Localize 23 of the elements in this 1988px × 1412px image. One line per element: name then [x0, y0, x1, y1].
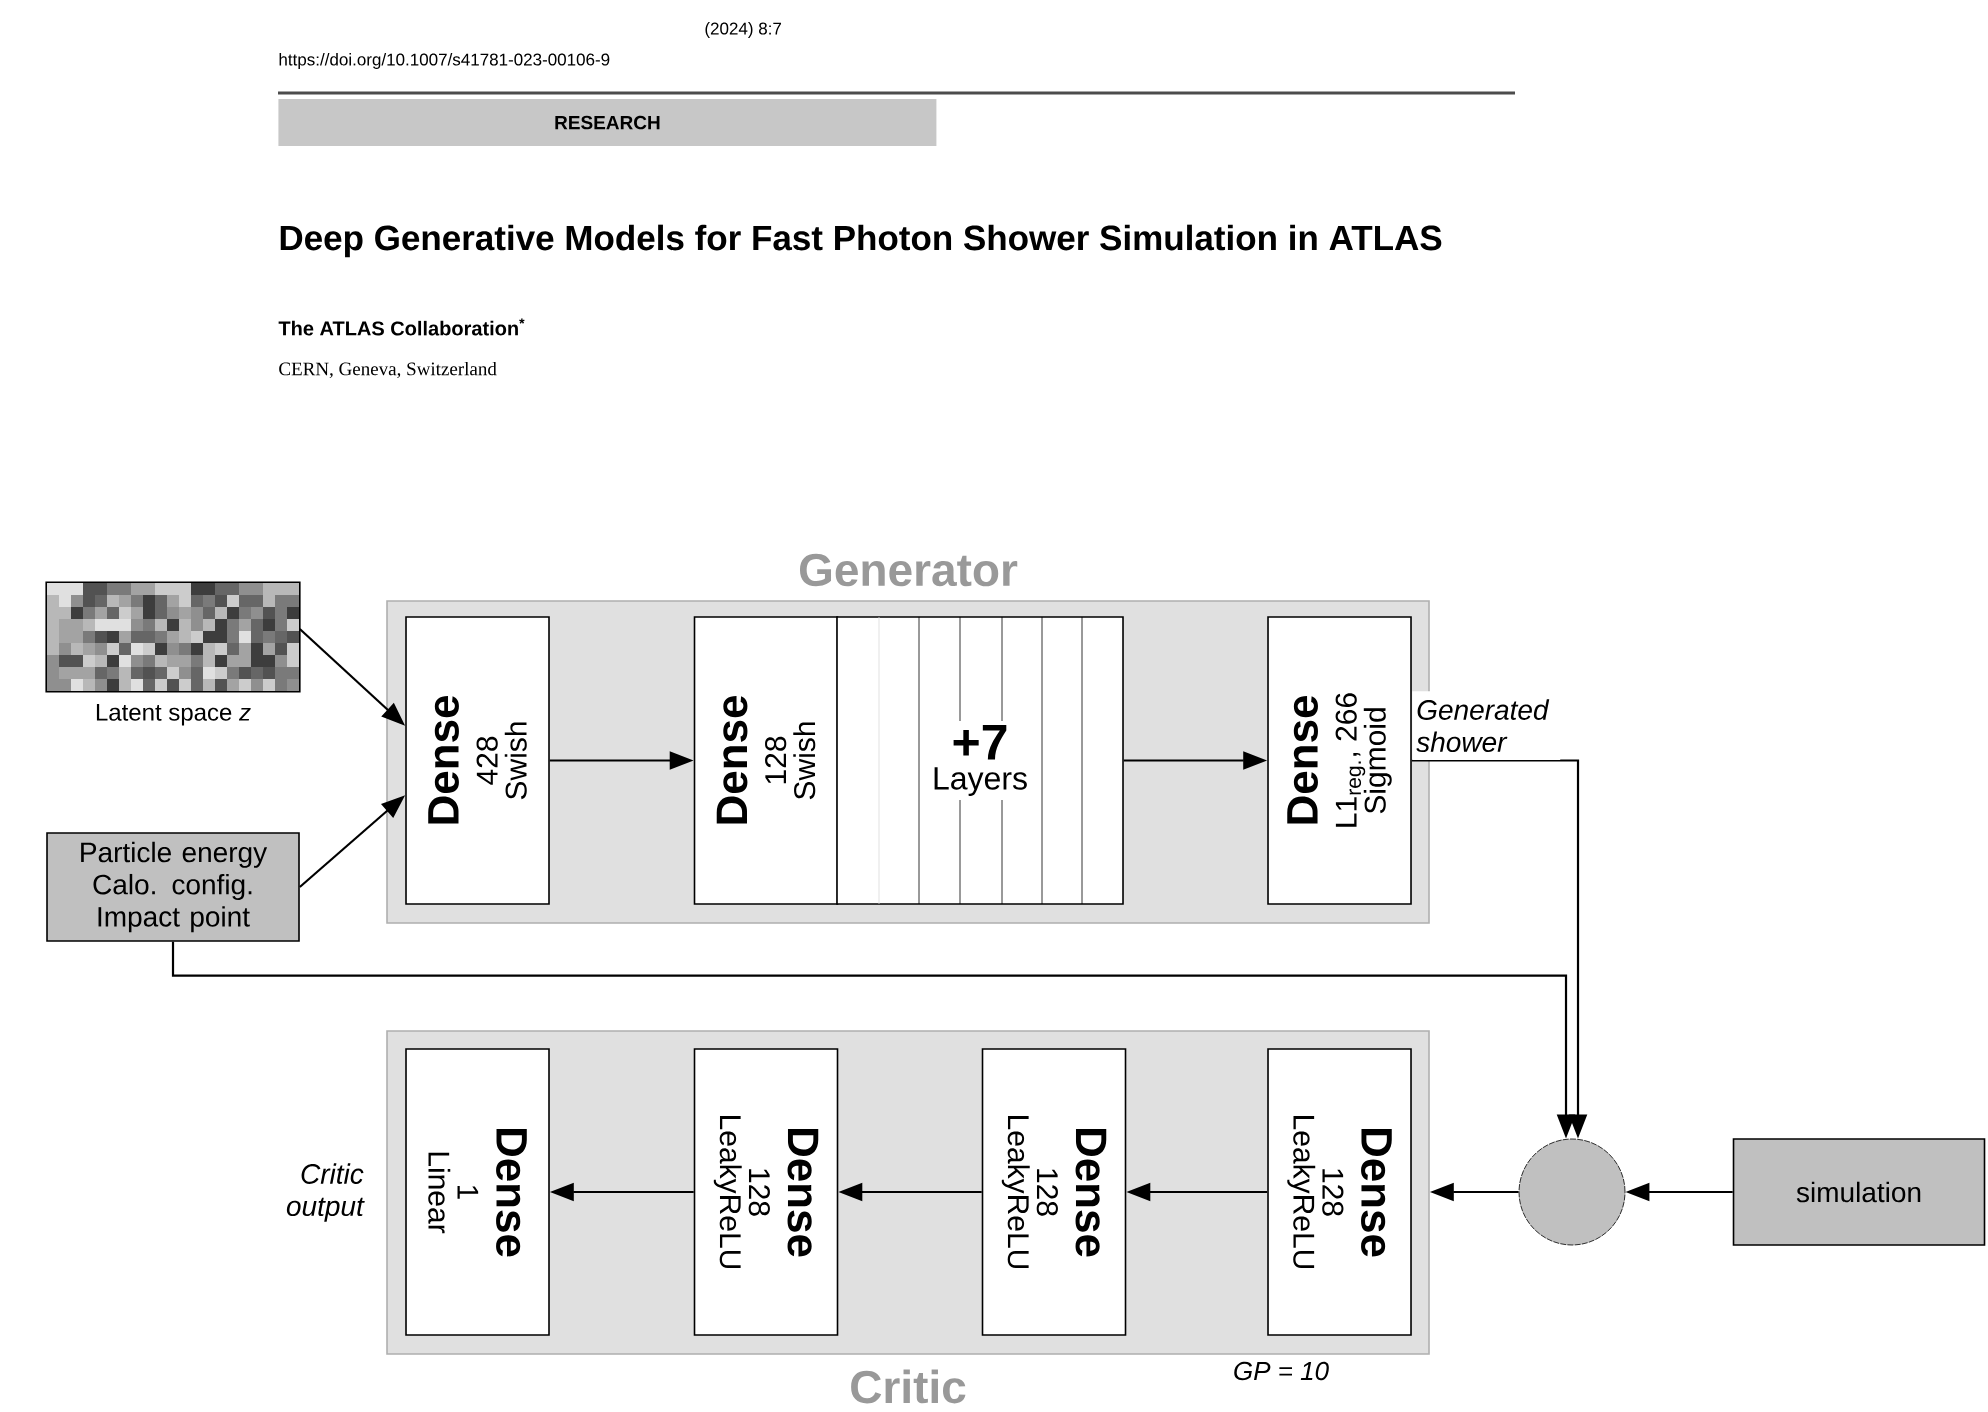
input-box: simulation	[1732, 1138, 1986, 1246]
section-band: RESEARCH	[278, 99, 937, 146]
input-box: Particle energy Calo. config. Impact point	[46, 832, 300, 942]
title: Deep Generative Models for Fast Photon Shower Simulation in ATLAS	[280, 224, 1442, 258]
layer-box: Dense 1 Linear	[405, 1048, 550, 1336]
layer-box: Dense 128 LeakyReLU	[981, 1048, 1127, 1336]
node-label: Critic	[851, 1369, 966, 1404]
parameter-label: GP = 10	[1234, 1361, 1329, 1381]
layer-box: Dense 128 Swish	[693, 616, 839, 905]
node-label: Generator	[799, 553, 1018, 587]
doi-link: https://doi.org/10.1007/s41781-023-00106-9	[279, 53, 610, 69]
output-label: Critic output	[286, 1163, 365, 1222]
affiliation: CERN, Geneva, Switzerland	[279, 361, 497, 379]
layer-box: Dense 128 LeakyReLU	[1267, 1048, 1412, 1336]
issue-number: (2024) 8:7	[705, 22, 781, 38]
layer-box: Dense 128 LeakyReLU	[693, 1048, 839, 1336]
layer-box: Dense 428 Swish	[405, 616, 550, 905]
picture-caption: Latent space z	[96, 704, 251, 726]
author-line: The ATLAS Collaboration$^{*}$	[278, 318, 525, 336]
layer-stack: +7 Layers	[836, 616, 1124, 905]
edge-label: Generated shower	[1416, 699, 1550, 753]
merge-circle	[1518, 1138, 1626, 1246]
noise-drawing	[45, 581, 301, 693]
